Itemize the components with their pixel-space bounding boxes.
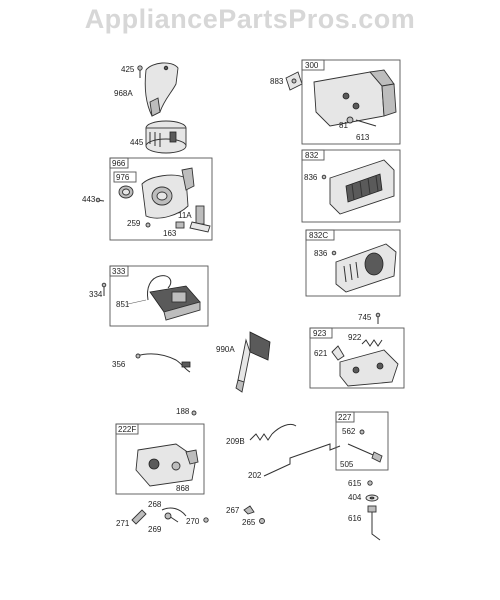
part-202[interactable]: 202 [248,443,341,480]
part-label-271: 271 [116,519,130,528]
part-356[interactable]: 356 [112,353,191,373]
part-label-443: 443 [82,195,96,204]
part-268[interactable]: 268 [148,500,187,517]
group-966[interactable]: 966 976 259 163 11A [109,157,213,241]
part-209B[interactable]: 209B [226,423,297,446]
part-label-11A: 11A [178,211,192,220]
part-label-270: 270 [186,517,200,526]
group-label-333: 333 [112,267,126,276]
group-label-923: 923 [313,329,327,338]
part-label-836a: 836 [304,173,318,182]
part-616[interactable]: 616 [348,505,381,541]
part-label-445: 445 [130,138,144,147]
part-label-851: 851 [116,300,130,309]
group-832[interactable]: 832 836 [301,149,401,223]
part-label-268: 268 [148,500,162,509]
part-267[interactable]: 267 [226,505,255,515]
part-label-990A: 990A [216,345,235,354]
part-label-562: 562 [342,427,356,436]
group-label-227: 227 [338,413,352,422]
part-404[interactable]: 404 [348,493,379,502]
part-label-334: 334 [89,290,103,299]
part-445[interactable]: 445 [130,120,187,154]
part-334[interactable]: 334 [89,282,107,299]
part-425[interactable]: 425 [121,65,143,78]
group-label-976: 976 [116,173,130,182]
part-883[interactable]: 883 [270,71,303,91]
part-990A[interactable]: 990A [216,331,271,393]
part-label-404: 404 [348,493,362,502]
part-745[interactable]: 745 [358,312,381,324]
group-333[interactable]: 333 851 [109,265,209,327]
part-label-425: 425 [121,65,135,74]
part-label-968A: 968A [114,89,133,98]
part-968A[interactable]: 968A [114,62,179,117]
part-271[interactable]: 271 [116,509,147,528]
part-label-621: 621 [314,349,328,358]
group-923[interactable]: 923 922 621 [309,327,405,389]
group-label-222F: 222F [118,425,136,434]
part-label-356: 356 [112,360,126,369]
part-269[interactable]: 269 [148,512,179,534]
group-label-832: 832 [305,151,319,160]
part-label-868: 868 [176,484,190,493]
part-label-81: 81 [339,121,348,130]
part-label-269: 269 [148,525,162,534]
part-label-267: 267 [226,506,240,515]
part-label-202: 202 [248,471,262,480]
group-label-966: 966 [112,159,126,168]
group-label-300: 300 [305,61,319,70]
part-label-883: 883 [270,77,284,86]
part-615[interactable]: 615 [348,479,373,488]
group-222F[interactable]: 222F 868 [115,423,205,495]
part-label-259: 259 [127,219,141,228]
site-title: AppliancePartsPros.com [84,4,416,34]
part-270[interactable]: 270 [186,517,209,526]
part-label-209B: 209B [226,437,245,446]
part-label-615: 615 [348,479,362,488]
group-300[interactable]: 300 81 613 [301,59,401,145]
part-label-745: 745 [358,313,372,322]
part-188[interactable]: 188 [176,407,197,416]
group-227[interactable]: 227 562 505 [335,411,389,471]
part-label-836b: 836 [314,249,328,258]
part-label-265: 265 [242,518,256,527]
part-label-188: 188 [176,407,190,416]
part-label-616: 616 [348,514,362,523]
group-label-832C: 832C [309,231,328,240]
group-832C[interactable]: 832C 836 [305,229,401,297]
part-label-922: 922 [348,333,362,342]
part-265[interactable]: 265 [242,518,265,527]
part-label-505: 505 [340,460,354,469]
part-443[interactable]: 443 [82,195,105,204]
part-label-163: 163 [163,229,177,238]
part-label-613: 613 [356,133,370,142]
